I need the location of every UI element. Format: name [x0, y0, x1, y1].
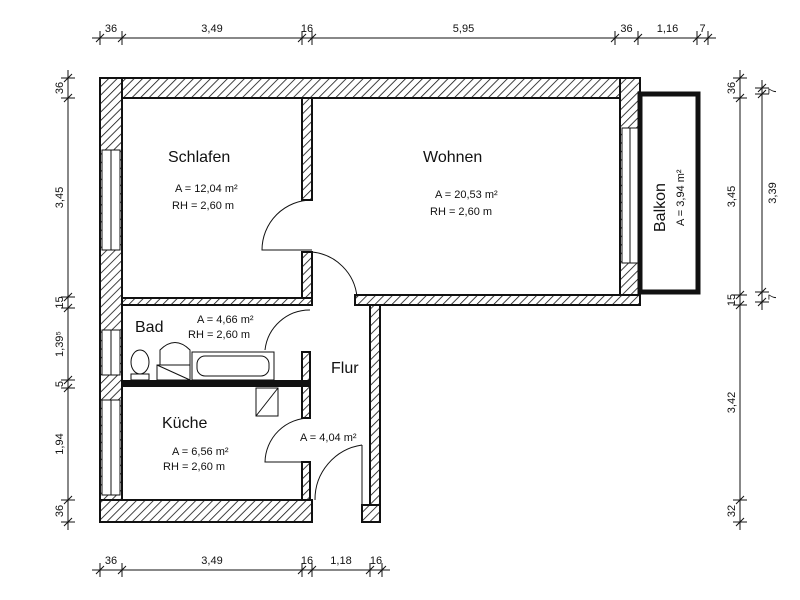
- room-height-wohnen: RH = 2,60 m: [430, 206, 492, 218]
- dimension-label: 16: [370, 555, 382, 567]
- room-area-schlafen: A = 12,04 m²: [175, 183, 238, 195]
- shaft: [255, 387, 279, 417]
- bathroom-fixtures: [130, 342, 279, 417]
- dimension-label: 3,45: [726, 186, 738, 207]
- dimension-label: 7: [699, 23, 705, 35]
- windows: [101, 127, 639, 496]
- dimension-label: 16: [301, 23, 313, 35]
- room-area-bad: A = 4,66 m²: [197, 314, 254, 326]
- dimension-label: 3,42: [726, 392, 738, 413]
- room-area-kueche: A = 6,56 m²: [172, 446, 229, 458]
- room-area-flur: A = 4,04 m²: [300, 432, 357, 444]
- dimension-label: 36: [54, 82, 66, 94]
- room-name-wohnen: Wohnen: [423, 149, 482, 166]
- dimension-label: 5,95: [453, 23, 474, 35]
- room-labels: Schlafen A = 12,04 m² RH = 2,60 m Wohnen…: [135, 149, 687, 473]
- dimension-label: 7: [767, 294, 779, 300]
- room-name-balkon: Balkon: [652, 183, 669, 232]
- dimension-label: 3,49: [201, 23, 222, 35]
- dimension-label: 3,45: [54, 187, 66, 208]
- dimension-label: 3,49: [201, 555, 222, 567]
- dimension-label: 7: [767, 88, 779, 94]
- room-height-schlafen: RH = 2,60 m: [172, 200, 234, 212]
- dimension-label: 36: [105, 555, 117, 567]
- room-area-balkon: A = 3,94 m²: [675, 169, 687, 226]
- room-name-flur: Flur: [331, 360, 359, 377]
- room-height-bad: RH = 2,60 m: [188, 329, 250, 341]
- toilet-icon: [130, 349, 150, 375]
- dimension-label: 5: [54, 381, 66, 387]
- dimension-label: 1,18: [330, 555, 351, 567]
- dimension-label: 36: [620, 23, 632, 35]
- dimension-label: 15: [54, 296, 66, 308]
- room-name-bad: Bad: [135, 319, 163, 336]
- room-name-kueche: Küche: [162, 415, 207, 432]
- room-name-schlafen: Schlafen: [168, 149, 230, 166]
- dimension-label: 3,39: [767, 182, 779, 203]
- dimension-label: 36: [726, 82, 738, 94]
- balcony-outline: [637, 91, 701, 295]
- dimension-label: 15: [726, 294, 738, 306]
- doors: [261, 199, 363, 505]
- dimension-label: 32: [726, 505, 738, 517]
- dimension-lines: 36 3,49 16 5,95 36 1,16 7 36 3,49 16 1,18 16 36 3,45 1…: [54, 23, 779, 577]
- dimension-label: 36: [54, 505, 66, 517]
- dimension-label: 1,39⁵: [54, 331, 66, 357]
- dimension-label: 1,16: [657, 23, 678, 35]
- bathtub-icon: [191, 351, 275, 381]
- dimension-label: 1,94: [54, 433, 66, 454]
- room-height-kueche: RH = 2,60 m: [163, 461, 225, 473]
- dimension-label: 16: [301, 555, 313, 567]
- room-area-wohnen: A = 20,53 m²: [435, 189, 498, 201]
- sink-icon: [159, 342, 191, 366]
- dimension-label: 36: [105, 23, 117, 35]
